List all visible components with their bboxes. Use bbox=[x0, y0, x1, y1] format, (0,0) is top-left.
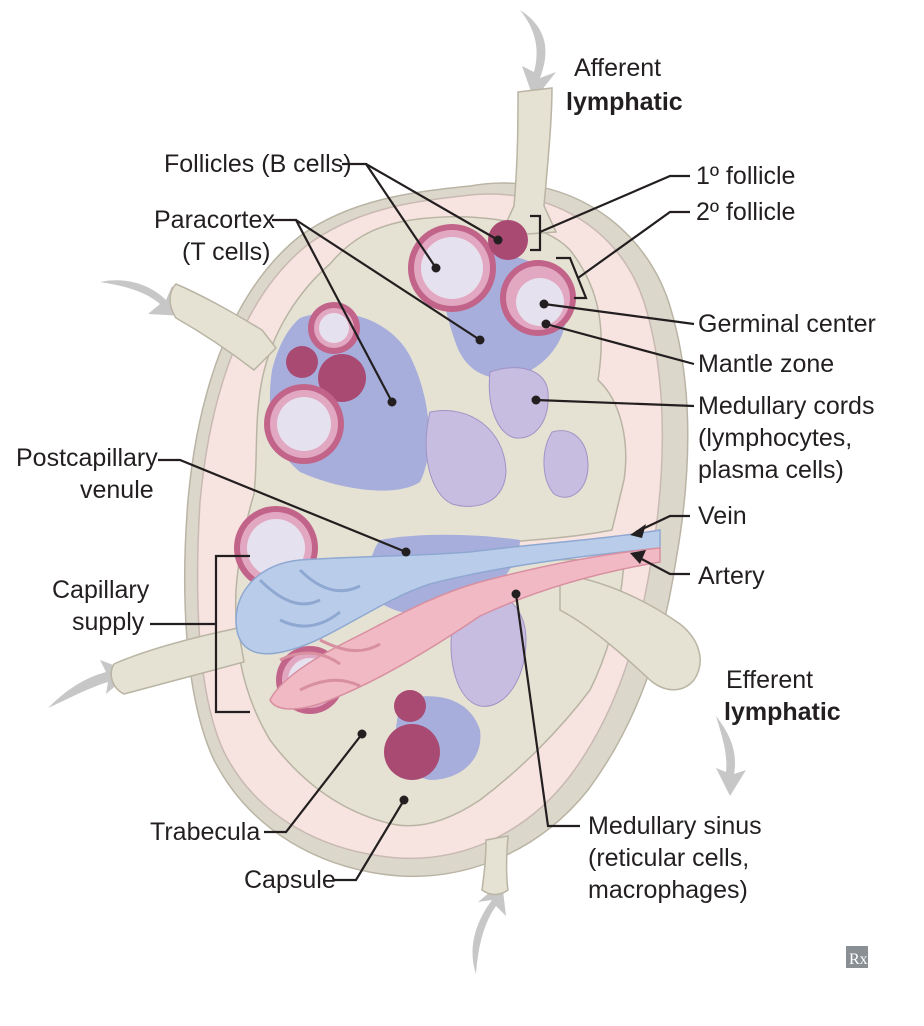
rx-logo: Rx bbox=[846, 946, 868, 968]
artery bbox=[269, 547, 661, 710]
capillary-network bbox=[258, 568, 381, 692]
afferent-label-line2: lymphatic bbox=[566, 88, 683, 116]
leader-lines bbox=[150, 162, 695, 882]
medullary-sinus-label-line3: macrophages) bbox=[588, 876, 748, 904]
efferent-label-line1: Efferent bbox=[726, 666, 813, 694]
capillary-label-line2: supply bbox=[72, 608, 145, 636]
paracortex-label-line1: Paracortex bbox=[154, 206, 275, 234]
medullary-cords-label-line2: (lymphocytes, bbox=[698, 424, 852, 452]
secondary-follicle-label: 2º follicle bbox=[696, 198, 795, 226]
follicles-label: Follicles (B cells) bbox=[164, 150, 352, 178]
trabecula-label: Trabecula bbox=[150, 818, 260, 846]
primary-follicle-label: 1º follicle bbox=[696, 162, 795, 190]
germinal-center-label: Germinal center bbox=[698, 310, 876, 338]
postcapillary-label-line1: Postcapillary bbox=[16, 444, 158, 472]
afferent-lymphatic-left bbox=[169, 283, 277, 371]
labels: Afferent lymphatic Follicles (B cells) P… bbox=[16, 54, 876, 904]
afferent-lymphatic-bottom-left bbox=[110, 627, 245, 695]
efferent-label-line2: lymphatic bbox=[724, 698, 841, 726]
capillary-label-line1: Capillary bbox=[52, 576, 150, 604]
efferent-arrow bbox=[716, 716, 746, 796]
afferent-label-line1: Afferent bbox=[574, 54, 661, 82]
afferent-arrow-left bbox=[100, 280, 184, 316]
vein bbox=[235, 529, 661, 655]
medullary-sinus-label-line1: Medullary sinus bbox=[588, 812, 762, 840]
artery-label: Artery bbox=[698, 562, 765, 590]
medullary-cords-label-line3: plasma cells) bbox=[698, 456, 844, 484]
efferent-lymphatic bbox=[559, 573, 701, 691]
medullary-cords-label-line1: Medullary cords bbox=[698, 392, 874, 420]
medullary-sinus-label-line2: (reticular cells, bbox=[588, 844, 749, 872]
postcapillary-label-line2: venule bbox=[80, 476, 154, 504]
vein-label: Vein bbox=[698, 502, 747, 530]
afferent-lymphatic-bottom bbox=[481, 835, 509, 896]
afferent-arrow-bottom bbox=[472, 882, 506, 974]
capsule-label: Capsule bbox=[244, 866, 336, 894]
paracortex-label-line2: (T cells) bbox=[182, 238, 270, 266]
afferent-lymphatic-top bbox=[498, 87, 558, 237]
rx-logo-text: Rx bbox=[849, 951, 868, 968]
mantle-zone-label: Mantle zone bbox=[698, 350, 834, 378]
afferent-arrow-top bbox=[520, 10, 556, 100]
